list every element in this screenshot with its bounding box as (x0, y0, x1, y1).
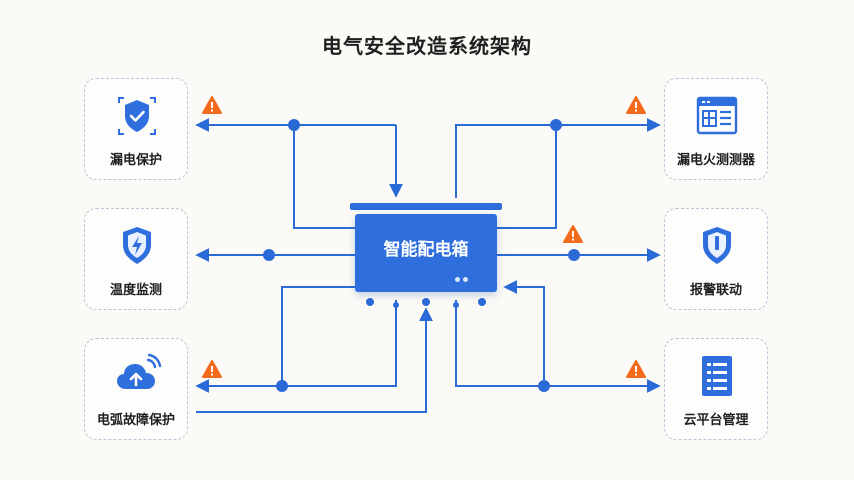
node-label: 电弧故障保护 (96, 413, 175, 428)
edge-leakage-branch (293, 125, 355, 229)
window-panel-icon (696, 96, 738, 135)
warning-icon (202, 96, 222, 114)
node-temperature-monitoring[interactable]: 温度监测 (84, 208, 188, 310)
list-document-icon (702, 356, 732, 396)
node-label: 漏电保护 (109, 153, 162, 168)
junction-dot (550, 119, 562, 131)
node-label: 漏电火测测器 (676, 153, 755, 168)
node-label: 报警联动 (689, 283, 742, 298)
junction-dot (568, 249, 580, 261)
cloud-upload-icon (117, 353, 162, 389)
edge-hub-to-fire-detector (455, 118, 661, 198)
hub-port-dot (366, 298, 374, 306)
junction-dot (288, 119, 300, 131)
hub-port-dot (478, 298, 486, 306)
node-cloud-platform[interactable]: 云平台管理 (664, 338, 768, 440)
warning-icon (563, 225, 583, 243)
hub-indicator-dot (463, 277, 468, 282)
warning-icon (202, 360, 222, 378)
node-arc-fault-protection[interactable]: 电弧故障保护 (84, 338, 188, 440)
node-leakage-protection[interactable]: 漏电保护 (84, 78, 188, 180)
junction-dot (276, 380, 288, 392)
smart-distribution-box[interactable]: 智能配电箱 (355, 214, 497, 292)
hub-label: 智能配电箱 (383, 240, 469, 260)
warning-icon (626, 360, 646, 378)
edge-cloud-feed-up (503, 280, 545, 386)
edge-fire-detector-branch (497, 125, 557, 229)
edge-arc-fault-branch (281, 286, 355, 386)
edge-hub-to-cloud (455, 300, 661, 393)
hub-top-bar (350, 203, 502, 210)
node-label: 云平台管理 (683, 413, 749, 428)
junction-dot (263, 249, 275, 261)
edge-arc-fault-lower (196, 307, 433, 413)
hub-indicator-dot (455, 277, 460, 282)
shield-check-icon (118, 97, 156, 135)
node-alarm-linkage[interactable]: 报警联动 (664, 208, 768, 310)
edge-hub-to-arc-fault (195, 300, 397, 393)
diagram-title: 电气安全改造系统架构 (322, 34, 532, 58)
hub-port-dot (422, 298, 430, 306)
hub-port-dot (393, 302, 399, 308)
warning-icon (626, 96, 646, 114)
shield-info-icon (703, 227, 731, 264)
junction-dot (538, 380, 550, 392)
hub-port-dot (453, 302, 459, 308)
shield-lightning-icon (123, 227, 151, 264)
node-leakage-fire-detector[interactable]: 漏电火测测器 (664, 78, 768, 180)
node-label: 温度监测 (109, 283, 162, 298)
